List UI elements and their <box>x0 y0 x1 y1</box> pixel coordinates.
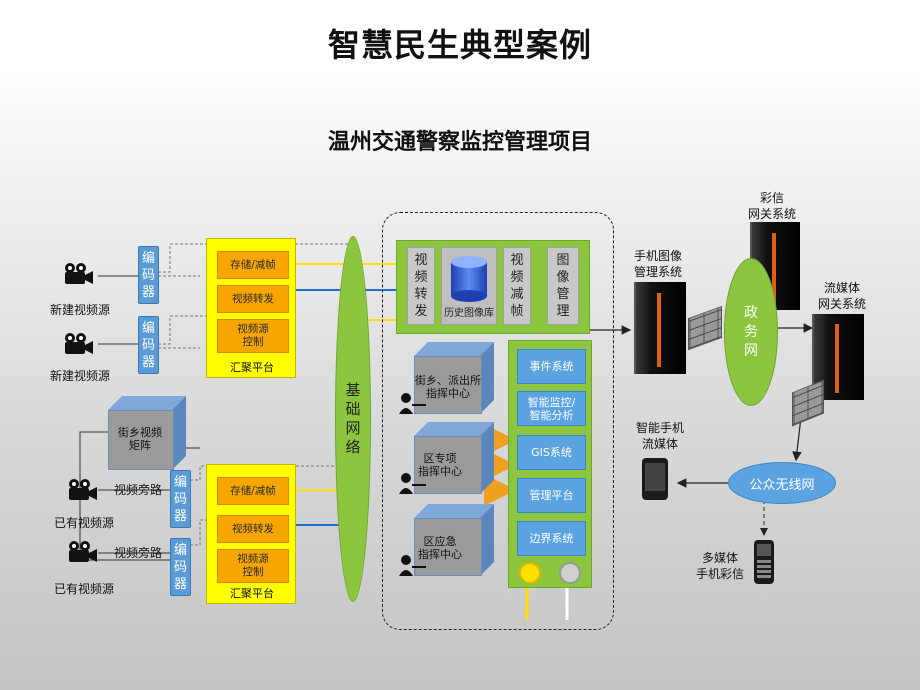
page-title: 智慧民生典型案例 <box>327 26 592 64</box>
base-network: 基础网络 <box>335 236 371 602</box>
aggregation-platform-bottom: 存储/减帧 视频转发 视频源 控制 汇聚平台 <box>206 464 296 604</box>
operator-icon <box>399 473 426 494</box>
storage-frame-reduce: 存储/减帧 <box>217 477 289 505</box>
mobile-mgmt-server <box>634 282 686 374</box>
source-label-new-2: 新建视频源 <box>49 369 110 383</box>
aggregation-platform-top: 存储/减帧 视频转发 视频源 控制 汇聚平台 <box>206 238 296 378</box>
mms-gateway-label: 彩信 网关系统 <box>747 191 796 221</box>
event-system: 事件系统 <box>517 349 586 384</box>
video-reduce-box: 视频减帧 <box>503 247 531 325</box>
storage-panel: 视频转发 历史图像库 视频减帧 图像管理 <box>396 240 590 334</box>
command-center-label: 区专项 指挥中心 <box>418 452 462 478</box>
database-icon <box>451 256 487 302</box>
history-db-label: 历史图像库 <box>444 308 494 319</box>
video-forward: 视频转发 <box>217 515 289 543</box>
gis-system: GIS系统 <box>517 435 586 470</box>
encoder-box: 编码器 <box>138 316 159 374</box>
operator-icon <box>399 555 426 576</box>
encoder-box: 编码器 <box>138 246 159 304</box>
platform-label: 汇聚平台 <box>230 587 274 600</box>
gov-network: 政务网 <box>724 258 778 406</box>
command-center-cube <box>414 342 494 414</box>
operator-icon <box>399 393 426 414</box>
gray-port-icon <box>559 562 581 584</box>
bypass-label-2: 视频旁路 <box>113 546 162 560</box>
video-forward: 视频转发 <box>217 285 289 313</box>
base-network-label: 基础网络 <box>345 381 361 456</box>
systems-panel: 事件系统 智能监控/ 智能分析 GIS系统 管理平台 边界系统 <box>508 340 592 588</box>
command-center-label: 街乡、派出所 指挥中心 <box>415 374 481 400</box>
command-center-label: 区应急 指挥中心 <box>418 535 462 561</box>
camera-icon <box>62 262 94 288</box>
mobile-mgmt-label: 手机图像 管理系统 <box>633 249 682 279</box>
source-label-new-1: 新建视频源 <box>49 303 110 317</box>
matrix-label: 街乡视频 矩阵 <box>118 426 162 452</box>
multimedia-phone-label: 多媒体 手机彩信 <box>695 551 744 581</box>
diagram-subtitle: 温州交通警察监控管理项目 <box>327 130 592 155</box>
encoder-box: 编码器 <box>170 538 191 596</box>
matrix-cube: 街乡视频 矩阵 <box>108 396 186 470</box>
camera-icon <box>66 478 98 504</box>
smartphone-label: 智能手机 流媒体 <box>635 421 684 451</box>
source-label-existing-2: 已有视频源 <box>53 582 114 596</box>
feature-phone-icon <box>754 540 774 584</box>
camera-icon <box>66 540 98 566</box>
public-wireless: 公众无线网 <box>728 462 836 504</box>
yellow-port-icon <box>519 562 541 584</box>
datacenter-container <box>382 212 614 630</box>
management-platform: 管理平台 <box>517 478 586 513</box>
bypass-label-1: 视频旁路 <box>113 483 162 497</box>
image-manage-box: 图像管理 <box>547 247 579 325</box>
video-source-control: 视频源 控制 <box>217 549 289 583</box>
gov-network-label: 政务网 <box>744 304 758 359</box>
smart-monitor-system: 智能监控/ 智能分析 <box>517 391 586 426</box>
platform-label: 汇聚平台 <box>230 361 274 374</box>
video-source-control: 视频源 控制 <box>217 319 289 353</box>
video-forward-box: 视频转发 <box>407 247 435 325</box>
storage-frame-reduce: 存储/减帧 <box>217 251 289 279</box>
encoder-box: 编码器 <box>170 470 191 528</box>
border-system: 边界系统 <box>517 521 586 556</box>
smartphone-icon <box>642 458 668 500</box>
source-label-existing-1: 已有视频源 <box>53 516 114 530</box>
streaming-gateway-label: 流媒体 网关系统 <box>817 281 866 311</box>
camera-icon <box>62 332 94 358</box>
history-db-box: 历史图像库 <box>441 247 497 325</box>
